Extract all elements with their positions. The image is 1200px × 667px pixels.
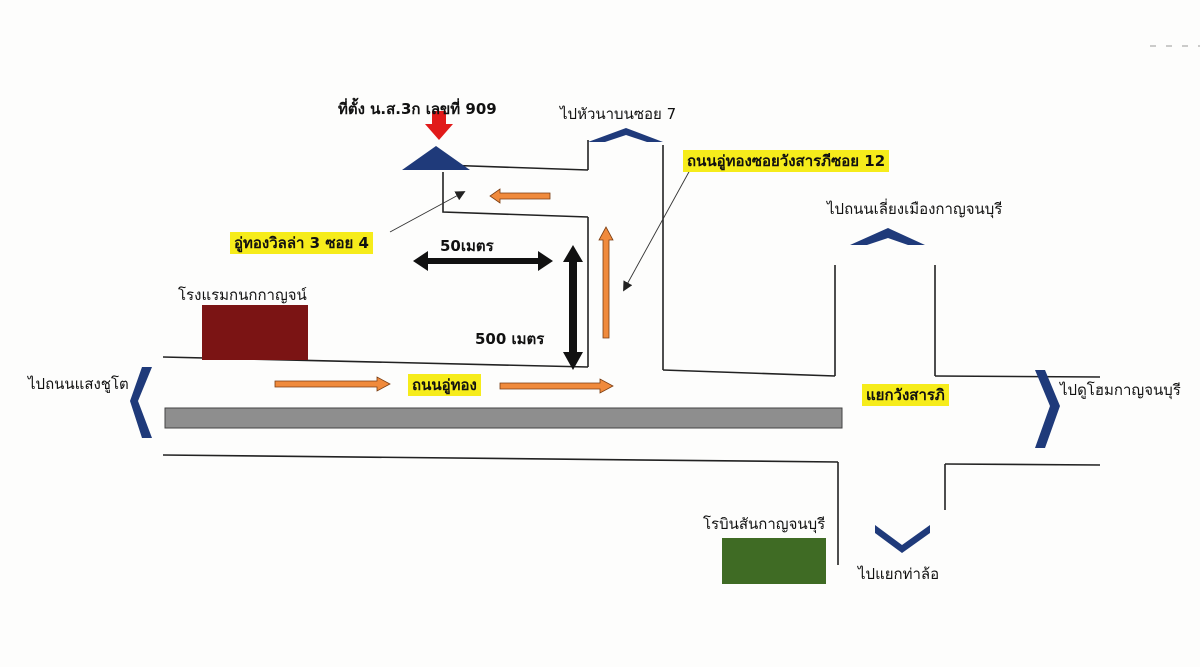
uthong-road-south-edge-east [944, 463, 1101, 466]
north-chevron-icon-huana [588, 128, 663, 142]
robinson-label: โรบินสันกาญจนบุรี [703, 515, 826, 533]
distance-500m-label: 500 เมตร [475, 330, 545, 348]
orange-arrow-icon-soi12-north [598, 226, 614, 339]
soi12-road-label: ถนนอู่ทองซอยวังสารภีซอย 12 [683, 150, 890, 172]
uthong-road-label: ถนนอู่ทอง [408, 374, 481, 396]
to-tha-lo-label: ไปแยกท่าล้อ [858, 565, 940, 583]
north-chevron-icon-bypass [850, 228, 925, 245]
hotel-building-icon [202, 305, 308, 360]
to-saengchuto-label: ไปถนนแสงชูโต [28, 375, 129, 393]
to-dunhome-label: ไปดูโฮมกาญจนบุรี [1060, 381, 1181, 399]
wangsarapi-junction-label: แยกวังสารภิ [862, 384, 949, 406]
soi12-leader [623, 169, 691, 292]
west-chevron-icon-saengchuto [130, 367, 152, 438]
to-bypass-label: ไปถนนเลี่ยงเมืองกาญจนบุรี [827, 200, 1003, 218]
road-lines [162, 140, 1101, 565]
east-chevron-icon-dunhome [1035, 370, 1060, 448]
site-pin-down-arrow-icon [425, 111, 453, 140]
hotel-label: โรงแรมกนกกาญจน์ [178, 286, 307, 304]
measure-arrow-50m-icon [413, 251, 553, 271]
orange-arrow-icon-road-east-2 [499, 378, 614, 394]
villa-soi-north-edge [442, 164, 589, 171]
to-huana-soi7-label: ไปหัวนาบนซอย 7 [560, 105, 677, 123]
uthong-villa-label: อู่ทองวิลล่า 3 ซอย 4 [230, 232, 373, 254]
airport-building-icon [722, 538, 826, 584]
distance-50m-label: 50เมตร [440, 237, 494, 255]
leader-lines [389, 169, 691, 292]
orange-arrow-icon-villa-west [489, 188, 551, 204]
villa-leader [389, 191, 466, 233]
measure-arrow-500m-icon [563, 245, 583, 370]
site-location-label: ที่ตั้ง น.ส.3ก เลขที่ 909 [338, 100, 497, 118]
uthong-road-north-edge-mid [662, 369, 836, 377]
orange-arrow-icon-road-east-1 [274, 376, 391, 392]
uthong-road-north-edge-east [934, 375, 1101, 378]
villa-soi-south-edge [442, 172, 589, 218]
uthong-road-south-edge-west [162, 454, 839, 463]
site-triangle-marker-icon [402, 146, 470, 170]
south-chevron-icon-tha-lo [875, 525, 930, 553]
road-median [164, 407, 843, 429]
